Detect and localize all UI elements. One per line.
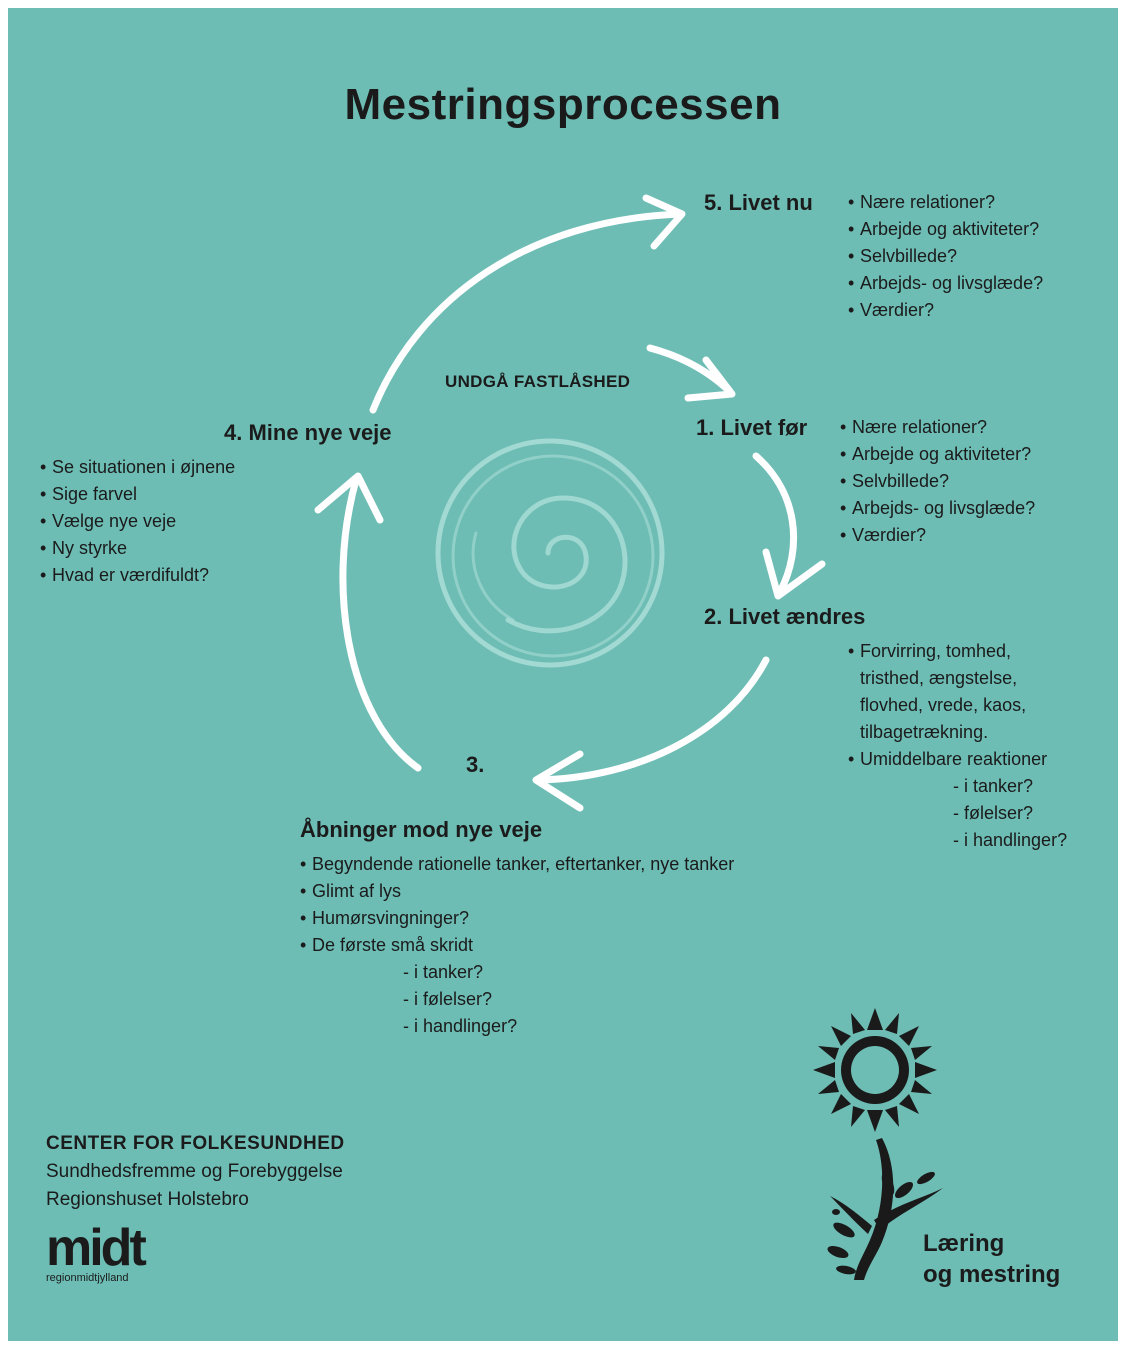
page-title: Mestringsprocessen — [344, 80, 782, 129]
org-line-1: Sundhedsfremme og Forebyggelse — [46, 1161, 343, 1182]
stage-5-list: Nære relationer? Arbejde og aktiviteter?… — [848, 189, 1043, 324]
list-item: Begyndende rationelle tanker, eftertanke… — [300, 851, 734, 878]
list-item: Nære relationer? — [840, 414, 1035, 441]
stage-2-title: 2. Livet ændres — [704, 604, 866, 629]
organisation-block: CENTER FOR FOLKESUNDHED Sundhedsfremme o… — [46, 1130, 345, 1214]
list-item: Arbejds- og livsglæde? — [848, 270, 1043, 297]
list-item: Humørsvingninger? — [300, 905, 734, 932]
list-item: Nære relationer? — [848, 189, 1043, 216]
sub-item: - i tanker? — [403, 962, 484, 982]
spiral-icon — [435, 438, 665, 668]
stage-4-title: 4. Mine nye veje — [224, 420, 392, 445]
stage-3-title: Åbninger mod nye veje — [300, 817, 543, 842]
sub-item: - i handlinger? — [953, 830, 1068, 850]
region-logo: midt regionmidtjylland — [46, 1219, 147, 1284]
arrow-1-to-2 — [752, 452, 798, 596]
sub-item: - i følelser? — [403, 989, 493, 1009]
list-item: Værdier? — [848, 297, 1043, 324]
stage-3-number: 3. — [466, 752, 485, 777]
poster: Mestringsprocessen — [8, 8, 1118, 1341]
list-item-line: tristhed, ængstelse, — [860, 668, 1018, 688]
list-item: Glimt af lys — [300, 878, 734, 905]
list-item: Vælge nye veje — [40, 508, 235, 535]
list-item: Arbejds- og livsglæde? — [840, 495, 1035, 522]
arrow-2-to-3 — [534, 656, 770, 784]
stage-1-list: Nære relationer? Arbejde og aktiviteter?… — [840, 414, 1035, 549]
list-item: Arbejde og aktiviteter? — [848, 216, 1043, 243]
list-item: Se situationen i øjnene — [40, 454, 235, 481]
list-item: Hvad er værdifuldt? — [40, 562, 235, 589]
org-line-2: Regionshuset Holstebro — [46, 1189, 249, 1210]
org-name: CENTER FOR FOLKESUNDHED — [46, 1133, 345, 1154]
cycle-arrows — [314, 194, 826, 812]
stage-3-list: Begyndende rationelle tanker, eftertanke… — [300, 851, 734, 959]
list-item: Selvbillede? — [840, 468, 1035, 495]
stage-2-list: Forvirring, tomhed, tristhed, ængstelse,… — [848, 638, 1047, 773]
cycle-diagram — [314, 194, 943, 1280]
plant-icon — [827, 1138, 943, 1280]
list-item: Sige farvel — [40, 481, 235, 508]
stage-4-list: Se situationen i øjnene Sige farvel Vælg… — [40, 454, 235, 589]
list-item: Forvirring, tomhed, tristhed, ængstelse,… — [848, 638, 1047, 746]
sub-item: - følelser? — [953, 803, 1034, 823]
list-item: Værdier? — [840, 522, 1035, 549]
stage-1-title: 1. Livet før — [696, 415, 808, 440]
sub-item: - i handlinger? — [403, 1016, 518, 1036]
brand-line-1: Læring — [923, 1230, 1005, 1257]
arrow-4-to-5 — [369, 210, 684, 414]
list-item-line: tilbagetrækning. — [860, 722, 989, 742]
stage-3-sublist: - i tanker? - i følelser? - i handlinger… — [403, 959, 517, 1040]
stage-5-title: 5. Livet nu — [704, 190, 813, 215]
sub-item: - i tanker? — [953, 776, 1034, 796]
brand-line-2: og mestring — [923, 1261, 1061, 1288]
logo-subtext: regionmidtjylland — [46, 1272, 129, 1284]
arrow-3-to-4 — [339, 476, 422, 772]
list-item: Selvbillede? — [848, 243, 1043, 270]
list-item-line: flovhed, vrede, kaos, — [860, 695, 1027, 715]
list-item: De første små skridt — [300, 932, 734, 959]
brand-text: Læring og mestring — [923, 1228, 1060, 1290]
stage-2-sublist: - i tanker? - følelser? - i handlinger? — [953, 773, 1067, 854]
list-item: Arbejde og aktiviteter? — [840, 441, 1035, 468]
list-item: Umiddelbare reaktioner — [848, 746, 1047, 773]
list-item: Ny styrke — [40, 535, 235, 562]
sun-icon — [813, 1008, 937, 1132]
center-label: UNDGÅ FASTLÅSHED — [445, 372, 631, 391]
logo-word: midt — [46, 1219, 147, 1277]
list-item-line: Forvirring, tomhed, — [860, 641, 1012, 661]
